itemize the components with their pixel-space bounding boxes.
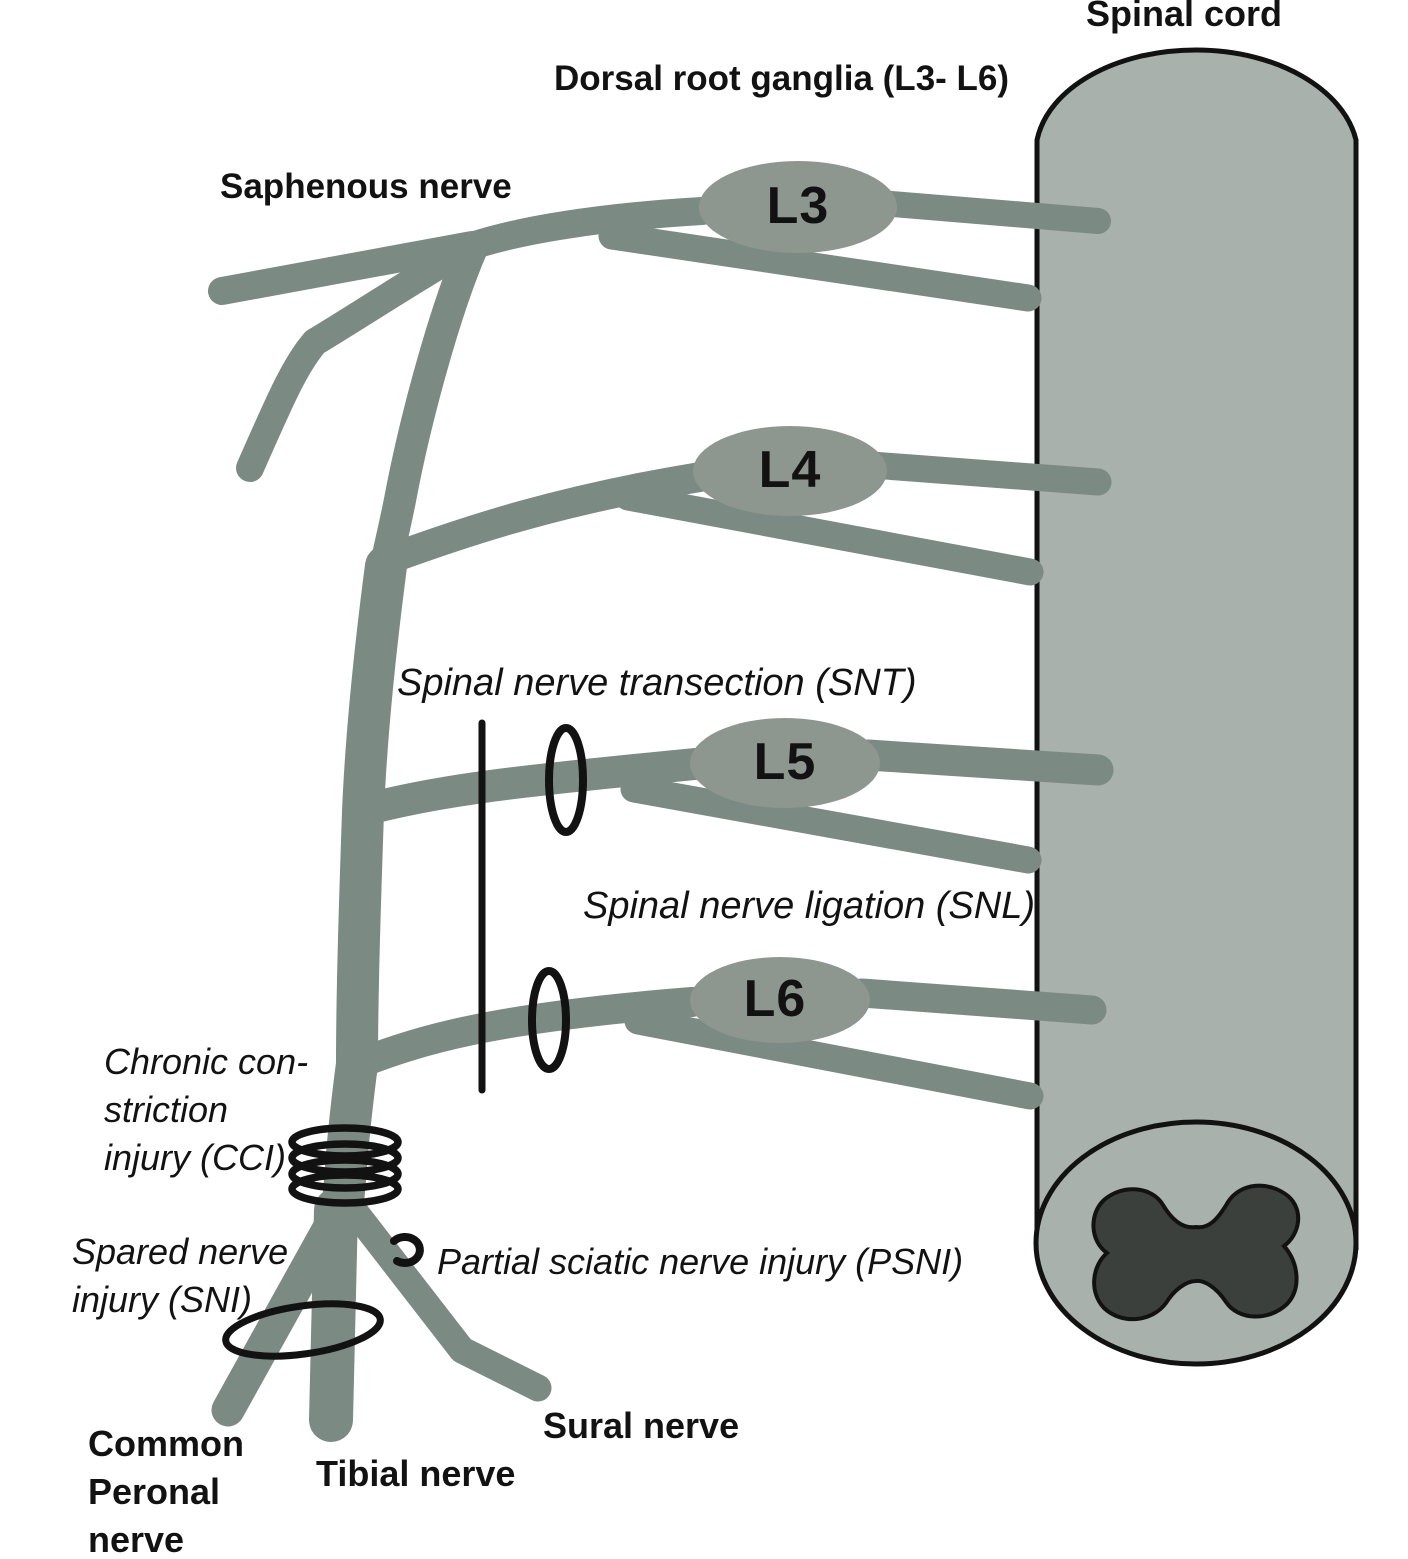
l5-ganglion — [690, 718, 880, 808]
spinal-cord-outline — [1034, 47, 1359, 1250]
snt-label: Spinal nerve transection (SNT) — [397, 662, 917, 704]
sural-nerve-branch — [338, 1194, 552, 1402]
l3-ventral-root — [598, 222, 1042, 312]
tibial-nerve-label: Tibial nerve — [316, 1453, 516, 1494]
snl-ligature-l6 — [528, 967, 570, 1073]
saphenous-nerve-label: Saphenous nerve — [220, 167, 512, 206]
cci-label-line1: Chronic con- — [104, 1041, 309, 1082]
l4-ganglion — [693, 426, 887, 516]
saphenous-nerve-upper-branch — [208, 231, 486, 305]
sni-ligature-ellipse — [222, 1300, 384, 1360]
l6-ventral-root — [624, 1007, 1044, 1110]
common-peroneal-label-line2: Peronal — [88, 1471, 221, 1512]
common-peroneal-label-line1: Common — [88, 1423, 244, 1464]
tibial-nerve-branch — [309, 1188, 358, 1442]
l5-dorsal-root — [852, 739, 1114, 786]
cci-label-line2: striction — [104, 1089, 229, 1130]
l6-dorsal-root — [847, 978, 1107, 1025]
l6-ganglion-label: L6 — [743, 969, 807, 1028]
spinal-cord-body — [1037, 50, 1356, 1243]
sciatic-nerve-trunk-lower — [321, 545, 407, 1235]
gray-matter-butterfly — [1091, 1183, 1301, 1322]
l5-spinal-nerve — [348, 748, 711, 826]
l3-ganglion-label: L3 — [766, 176, 830, 235]
sural-nerve-label: Sural nerve — [543, 1405, 740, 1446]
common-peroneal-nerve-label: Common Peronal nerve — [88, 1420, 244, 1559]
common-peroneal-label-line3: nerve — [88, 1519, 185, 1559]
cci-label-line3: injury (CCI) — [104, 1137, 287, 1178]
psni-partial-clip — [390, 1232, 424, 1267]
dorsal-root-ganglia — [690, 161, 897, 1043]
spinal-cord-label: Spinal cord — [1086, 0, 1283, 34]
psni-label: Partial sciatic nerve injury (PSNI) — [437, 1241, 964, 1282]
l3-ganglion — [699, 161, 897, 253]
l5-ganglion-label: L5 — [753, 732, 817, 791]
l3-spinal-nerve — [458, 197, 716, 260]
l4-ventral-root — [614, 483, 1044, 586]
l3-dorsal-root — [867, 190, 1111, 234]
peripheral-nerves — [208, 190, 1114, 1442]
saphenous-nerve-lower-branch — [236, 232, 486, 482]
sni-label-line2: injury (SNI) — [72, 1279, 253, 1320]
sni-label: Spared nerve injury (SNI) — [72, 1228, 288, 1324]
injury-marks — [222, 719, 587, 1360]
l4-spinal-nerve — [383, 462, 715, 571]
l5-ventral-root — [620, 775, 1042, 874]
l6-spinal-nerve — [343, 987, 707, 1079]
sni-label-line1: Spared nerve — [72, 1231, 289, 1272]
snl-ligature-l5 — [545, 724, 587, 836]
l6-ganglion — [690, 957, 870, 1043]
cci-constriction-coil — [288, 1124, 402, 1207]
l4-ganglion-label: L4 — [758, 440, 822, 499]
cci-label: Chronic con- striction injury (CCI) — [104, 1038, 308, 1182]
dorsal-root-ganglia-label: Dorsal root ganglia (L3- L6) — [554, 59, 1010, 98]
spinal-cord — [1033, 47, 1359, 1367]
l4-dorsal-root — [858, 451, 1112, 496]
snl-label: Spinal nerve ligation (SNL) — [583, 885, 1036, 927]
